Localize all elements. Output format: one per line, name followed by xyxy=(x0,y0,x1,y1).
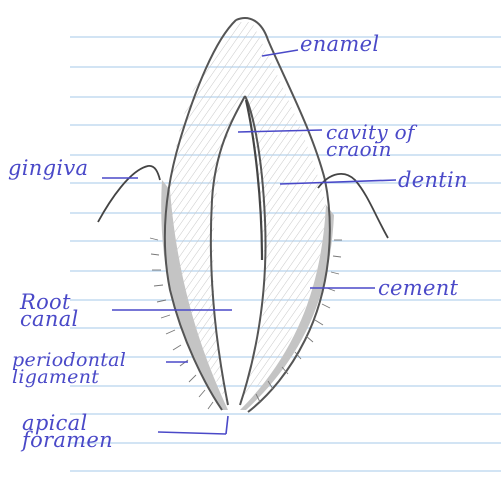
tooth-drawing xyxy=(98,18,388,412)
label-gingiva: gingiva xyxy=(8,160,88,177)
leader-enamel xyxy=(262,50,298,56)
leader-apical xyxy=(158,432,226,434)
label-cement: cement xyxy=(378,280,458,297)
label-cavity-of-crown: cavity of craoin xyxy=(326,124,415,158)
label-dentin: dentin xyxy=(398,172,468,189)
label-enamel: enamel xyxy=(300,36,379,53)
leader-apical-up xyxy=(226,416,228,434)
label-apical-foramen: apical foramen xyxy=(22,415,113,449)
label-periodontal-ligament: periodontal ligament xyxy=(12,352,126,386)
label-root-canal: Root canal xyxy=(20,294,79,328)
